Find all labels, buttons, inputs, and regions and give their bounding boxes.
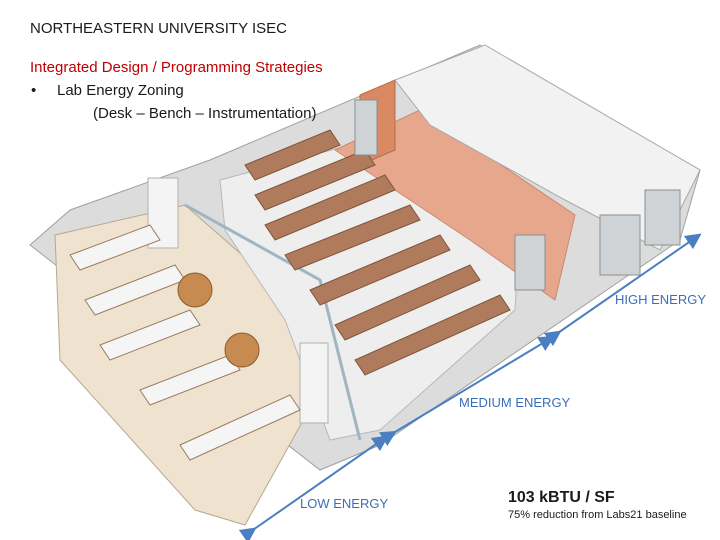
- lab-benches: [244, 129, 511, 376]
- bullet-text: Lab Energy Zoning: [57, 82, 184, 99]
- high-energy-label: HIGH ENERGY: [615, 292, 707, 307]
- glass-partition: [184, 203, 362, 441]
- low-energy-label: LOW ENERGY: [300, 496, 389, 511]
- medium-energy-arrow: [379, 335, 555, 446]
- bullet-symbol: •: [31, 82, 37, 99]
- subtitle: Integrated Design / Programming Strategi…: [30, 59, 323, 76]
- low-energy-arrow: [238, 435, 389, 540]
- energy-metric-value: 103 kBTU / SF: [508, 489, 615, 506]
- column: [147, 177, 179, 249]
- bullet-detail: (Desk – Bench – Instrumentation): [93, 105, 317, 122]
- round-table: [224, 332, 260, 368]
- page-title: NORTHEASTERN UNIVERSITY ISEC: [30, 20, 287, 37]
- energy-metric-note: 75% reduction from Labs21 baseline: [508, 509, 687, 521]
- desk-workstations: [69, 224, 301, 461]
- high-energy-arrow: [543, 233, 702, 347]
- column: [299, 342, 329, 424]
- medium-energy-label: MEDIUM ENERGY: [459, 395, 571, 410]
- round-table: [177, 272, 213, 308]
